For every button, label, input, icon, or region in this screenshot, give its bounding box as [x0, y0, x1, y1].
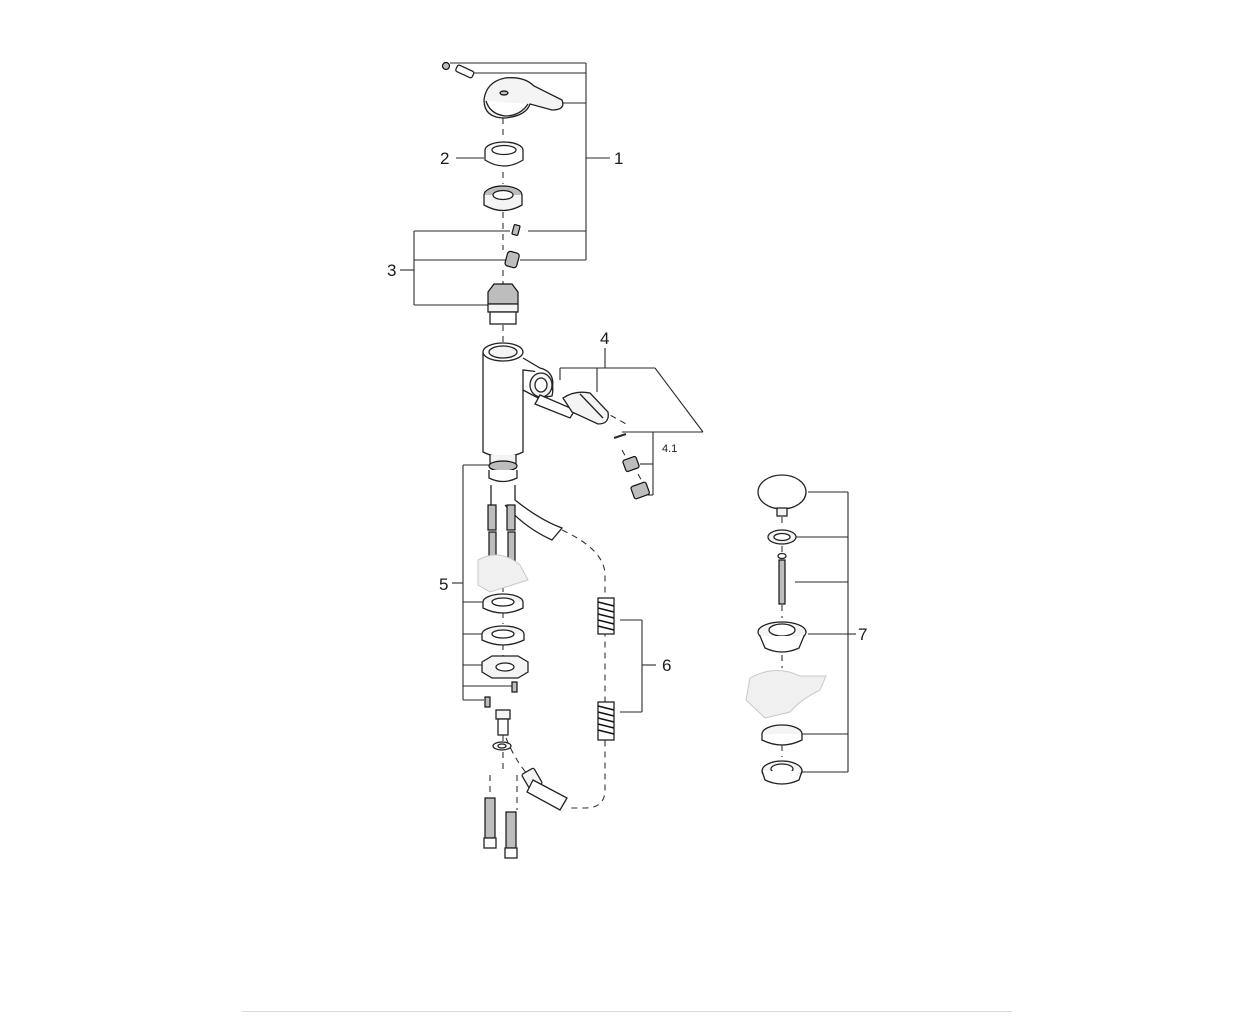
seal-ring-icon: [761, 724, 803, 746]
hose-connector-icon: [521, 767, 568, 811]
cartridge-nut-icon: [483, 185, 523, 212]
small-washer-icon: [777, 552, 787, 560]
waste-flange-icon: [757, 621, 807, 653]
gasket-icon: [482, 593, 524, 614]
callout-2: 2: [440, 149, 449, 168]
leader-lines: [400, 62, 856, 773]
plug-rod-icon: [778, 559, 786, 605]
hose-spring-top-icon: [597, 597, 615, 635]
washer-icon: [481, 625, 525, 646]
callout-3: 3: [387, 261, 396, 280]
mounting-plate-icon: [481, 655, 529, 679]
threaded-stud-icon: [492, 709, 512, 751]
basin-section-icon: [745, 670, 827, 719]
escutcheon-ring-icon: [484, 141, 524, 167]
hose-spring-bottom-icon: [597, 701, 615, 741]
supply-hoses-icon: [477, 485, 564, 593]
callout-1: 1: [614, 149, 623, 168]
flex-hoses-icon: [483, 797, 518, 859]
mixer-body-icon: [482, 342, 554, 483]
footer-divider: [242, 1011, 1012, 1012]
lever-handle-icon: [483, 77, 564, 119]
waste-nut-icon: [761, 760, 803, 785]
pin-icon: [455, 64, 475, 79]
drain-plug-icon: [757, 474, 807, 517]
cartridge-icon: [487, 283, 519, 325]
adapter-icon: [504, 250, 520, 269]
callout-4-1: 4.1: [662, 443, 677, 455]
aerator-parts-icon: [613, 433, 650, 500]
fixing-screws-icon: [484, 681, 518, 708]
callout-7: 7: [858, 625, 867, 644]
small-screw-icon: [441, 61, 451, 71]
o-ring-icon: [767, 529, 797, 545]
spray-spout-icon: [534, 391, 609, 425]
callout-4: 4: [600, 329, 609, 348]
set-screw-icon: [511, 224, 521, 236]
callout-6: 6: [662, 656, 671, 675]
callout-5: 5: [439, 575, 448, 594]
